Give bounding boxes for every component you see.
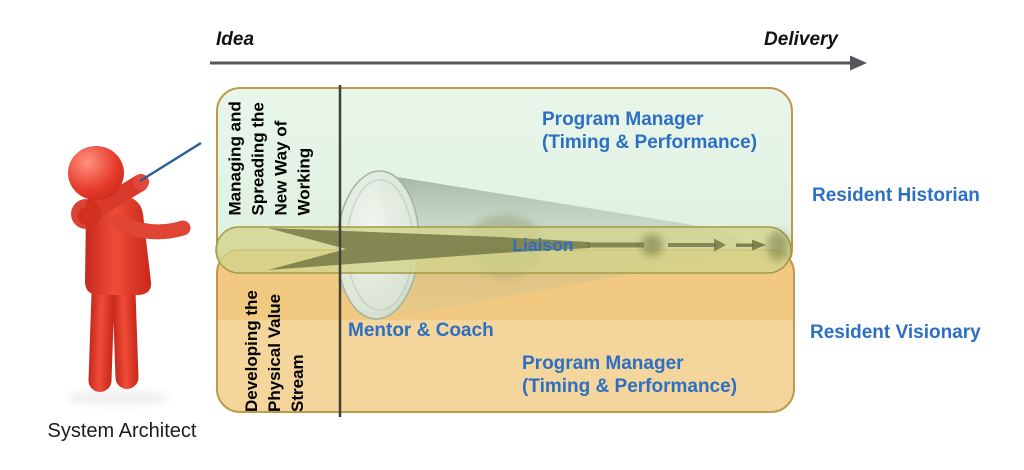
axis-start-label: Idea bbox=[216, 29, 255, 50]
liaison-label: Liaison bbox=[512, 235, 574, 255]
zone-label-line: Working bbox=[294, 147, 314, 216]
zone-label-line: Stream bbox=[288, 354, 307, 412]
program-manager-line2: (Timing & Performance) bbox=[522, 376, 738, 397]
resident-visionary-label: Resident Visionary bbox=[810, 322, 981, 343]
pointer-stick-icon bbox=[139, 141, 202, 183]
zone-label-physical-value-stream: Developing the Physical Value Stream bbox=[240, 278, 312, 412]
axis-end-label: Delivery bbox=[764, 29, 838, 50]
zone-label-new-way-of-working: Managing and Spreading the New Way of Wo… bbox=[224, 93, 320, 216]
program-manager-line1: Program Manager bbox=[542, 109, 704, 130]
resident-historian-label: Resident Historian bbox=[812, 185, 980, 206]
system-architect-caption: System Architect bbox=[47, 420, 197, 442]
physical-value-stream-zone-lower-shade bbox=[218, 320, 793, 411]
axis-arrow-icon bbox=[210, 55, 867, 71]
zone-label-line: Physical Value bbox=[265, 293, 284, 412]
program-manager-line2: (Timing & Performance) bbox=[542, 132, 758, 153]
liaison-arrow-icon bbox=[268, 228, 789, 270]
zone-label-line: New Way of bbox=[271, 120, 291, 216]
mentor-coach-label: Mentor & Coach bbox=[348, 320, 494, 341]
red-person-figure bbox=[66, 141, 202, 406]
program-manager-bottom-label: Program Manager (Timing & Performance) bbox=[522, 352, 737, 398]
program-manager-top-label: Program Manager (Timing & Performance) bbox=[542, 108, 757, 154]
zone-label-line: Managing and bbox=[225, 101, 245, 216]
zone-label-line: Developing the bbox=[242, 290, 261, 412]
zone-label-line: Spreading the bbox=[248, 102, 268, 216]
program-manager-line1: Program Manager bbox=[522, 353, 684, 374]
